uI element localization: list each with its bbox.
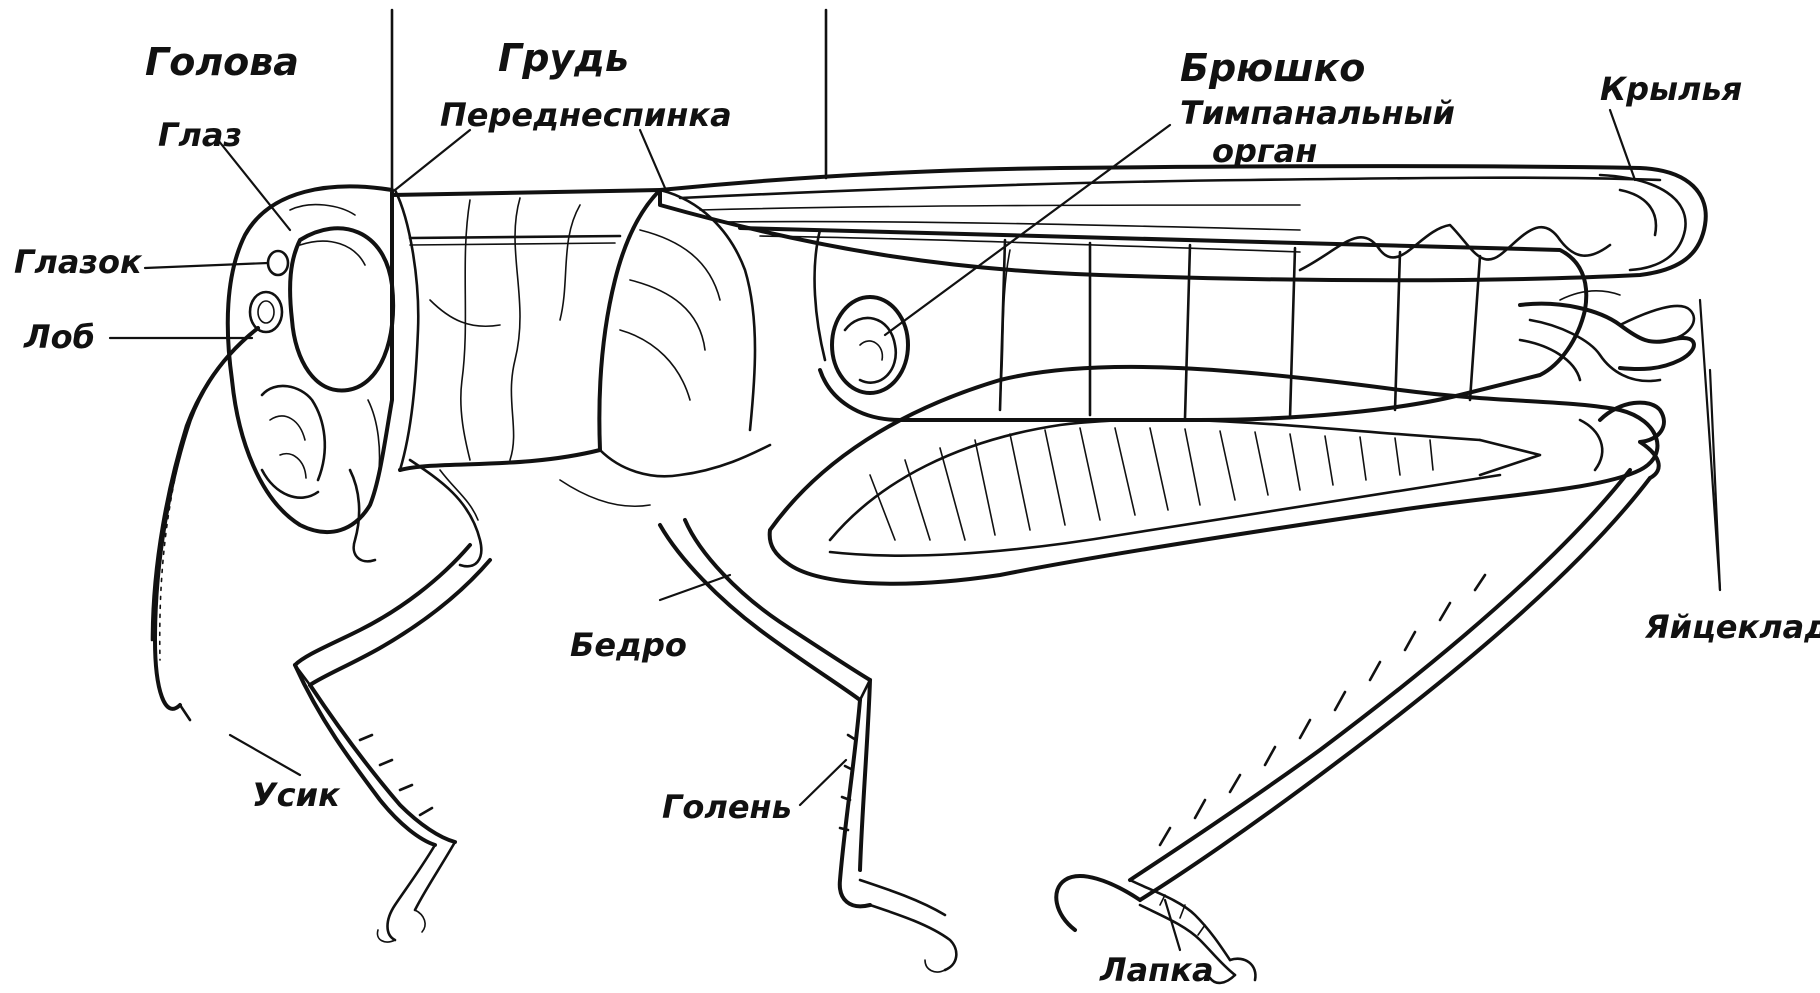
middle-leg	[660, 520, 956, 972]
label-thorax: Грудь	[498, 38, 629, 80]
label-ovipositor: Яйцеклад	[1645, 610, 1820, 645]
tympanal-organ-leader	[885, 125, 1170, 335]
head	[228, 186, 418, 561]
antenna-leader	[230, 735, 300, 775]
label-forehead: Лоб	[24, 320, 95, 355]
ocellus	[268, 251, 288, 275]
label-abdomen: Брюшко	[1180, 48, 1365, 90]
tibia-leader	[800, 760, 846, 805]
antenna	[152, 328, 258, 720]
hind-tibia	[1130, 470, 1650, 900]
ovipositor	[1520, 291, 1694, 381]
label-eye: Глаз	[158, 118, 242, 153]
pronotum-leader-left	[395, 130, 470, 190]
label-head: Голова	[145, 42, 299, 84]
compound-eye	[290, 228, 393, 390]
hind-femur	[770, 367, 1664, 584]
wings	[660, 166, 1706, 280]
label-tympanal-organ-line1: Тимпанальный	[1180, 96, 1455, 131]
label-tarsus: Лапка	[1100, 953, 1214, 988]
tympanal-organ	[832, 297, 908, 393]
label-femur: Бедро	[570, 628, 687, 663]
abdomen	[740, 228, 1586, 420]
antenna-socket	[250, 292, 282, 332]
label-tibia: Голень	[662, 790, 792, 825]
label-wings: Крылья	[1600, 72, 1742, 107]
label-ocellus: Глазок	[14, 245, 142, 280]
pronotum-leader-right	[640, 130, 665, 188]
front-leg	[295, 545, 490, 942]
label-antenna: Усик	[252, 778, 340, 813]
leader-lines	[110, 110, 1720, 950]
ocellus-leader	[145, 263, 268, 268]
thorax	[392, 190, 770, 566]
label-tympanal-organ-line2: орган	[1212, 134, 1317, 169]
label-pronotum: Переднеспинка	[440, 98, 732, 133]
